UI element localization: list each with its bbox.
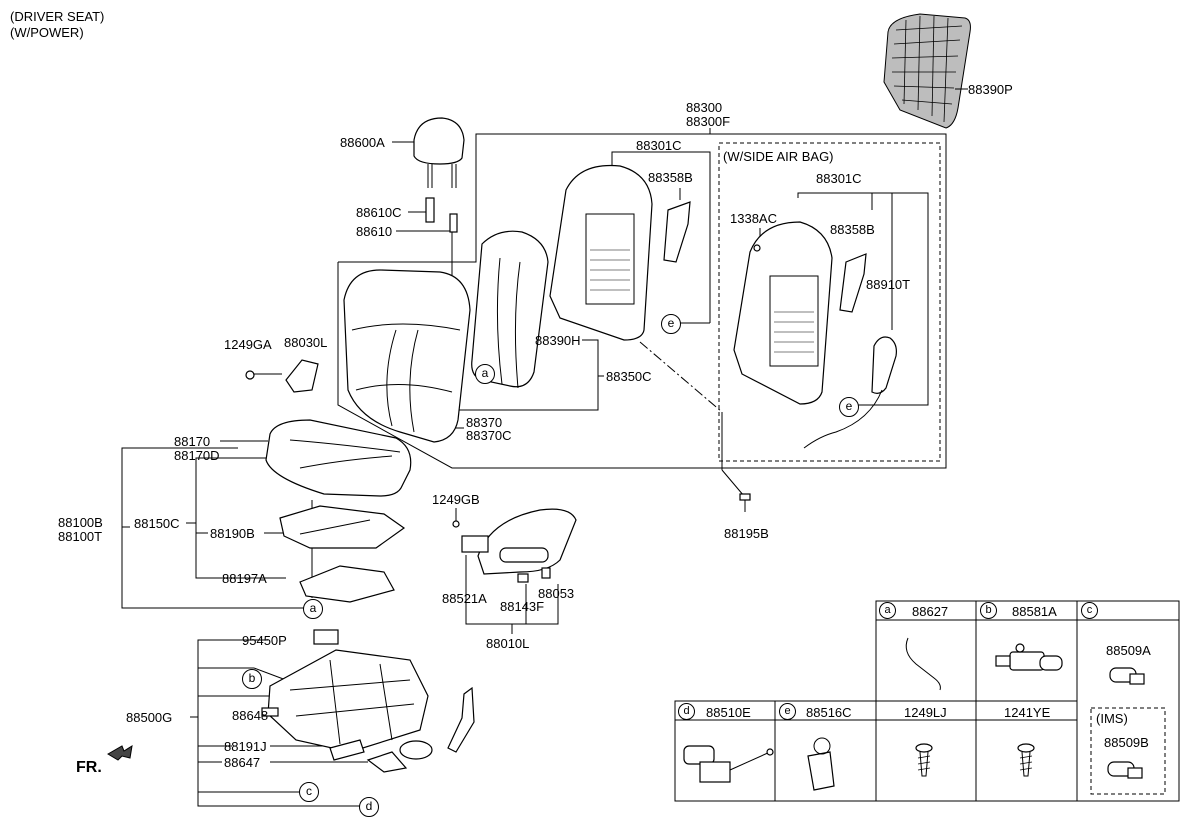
part-label-88350C: 88350C xyxy=(606,369,652,384)
callout-b: b xyxy=(242,669,262,689)
callout-d: d xyxy=(359,797,379,817)
callout-e-airbag: e xyxy=(839,397,859,417)
callout-e-frame: e xyxy=(661,314,681,334)
part-label-88301C: 88301C xyxy=(636,138,682,153)
table-callout-b: b xyxy=(980,602,997,619)
part-label-88170: 88170 xyxy=(174,434,211,449)
part-label-88190B: 88190B xyxy=(210,526,255,541)
part-label-1249GA: 1249GA xyxy=(224,337,272,352)
part-label-88610: 88610 xyxy=(356,224,393,239)
part-label-88358B: 88358B xyxy=(648,170,693,185)
table-part-88510E: 88510E xyxy=(706,705,751,720)
front-direction-label: FR. xyxy=(76,759,102,776)
table-callout-e: e xyxy=(779,703,796,720)
table-callout-c: c xyxy=(1081,602,1098,619)
part-label-88100T: 88100T xyxy=(58,529,103,544)
part-label-88358B-airbag: 88358B xyxy=(830,222,875,237)
part-label-1249GB: 1249GB xyxy=(432,492,480,507)
part-label-88500G: 88500G xyxy=(126,710,173,725)
table-ims-note: (IMS) xyxy=(1096,711,1128,726)
part-label-88521A: 88521A xyxy=(442,591,487,606)
part-label-88030L: 88030L xyxy=(284,335,328,350)
part-label-88300: 88300 xyxy=(686,100,723,115)
table-part-88581A: 88581A xyxy=(1012,604,1057,619)
callout-c: c xyxy=(299,782,319,802)
part-label-88910T: 88910T xyxy=(866,277,911,292)
part-label-88301C-airbag: 88301C xyxy=(816,171,862,186)
part-label-88100B: 88100B xyxy=(58,515,103,530)
callout-a-back: a xyxy=(475,364,495,384)
table-part-88627: 88627 xyxy=(912,604,949,619)
part-label-88300F: 88300F xyxy=(686,114,731,129)
diagram-title-line1: (DRIVER SEAT) xyxy=(10,9,105,24)
part-label-88053: 88053 xyxy=(538,586,575,601)
side-airbag-note: (W/SIDE AIR BAG) xyxy=(723,149,834,164)
table-part-1241YE: 1241YE xyxy=(1004,705,1051,720)
table-part-1249LJ: 1249LJ xyxy=(904,705,947,720)
callout-a-cushion: a xyxy=(303,599,323,619)
part-label-95450P: 95450P xyxy=(242,633,287,648)
part-label-88197A: 88197A xyxy=(222,571,267,586)
part-label-88370C: 88370C xyxy=(466,428,512,443)
part-label-88610C: 88610C xyxy=(356,205,402,220)
part-label-88010L: 88010L xyxy=(486,636,530,651)
table-callout-a: a xyxy=(879,602,896,619)
table-callout-d: d xyxy=(678,703,695,720)
part-label-88191J: 88191J xyxy=(224,739,267,754)
part-label-88600A: 88600A xyxy=(340,135,385,150)
part-label-88150C: 88150C xyxy=(134,516,180,531)
table-part-88509B: 88509B xyxy=(1104,735,1149,750)
part-label-88170D: 88170D xyxy=(174,448,220,463)
table-part-88516C: 88516C xyxy=(806,705,852,720)
part-label-88143F: 88143F xyxy=(500,599,545,614)
diagram-title-line2: (W/POWER) xyxy=(10,25,84,40)
part-label-88370: 88370 xyxy=(466,415,503,430)
part-label-1338AC: 1338AC xyxy=(730,211,777,226)
part-label-88390P: 88390P xyxy=(968,82,1013,97)
part-label-88390H: 88390H xyxy=(535,333,581,348)
table-part-88509A: 88509A xyxy=(1106,643,1151,658)
part-label-88648: 88648 xyxy=(232,708,269,723)
part-label-88195B: 88195B xyxy=(724,526,769,541)
part-label-88647: 88647 xyxy=(224,755,261,770)
